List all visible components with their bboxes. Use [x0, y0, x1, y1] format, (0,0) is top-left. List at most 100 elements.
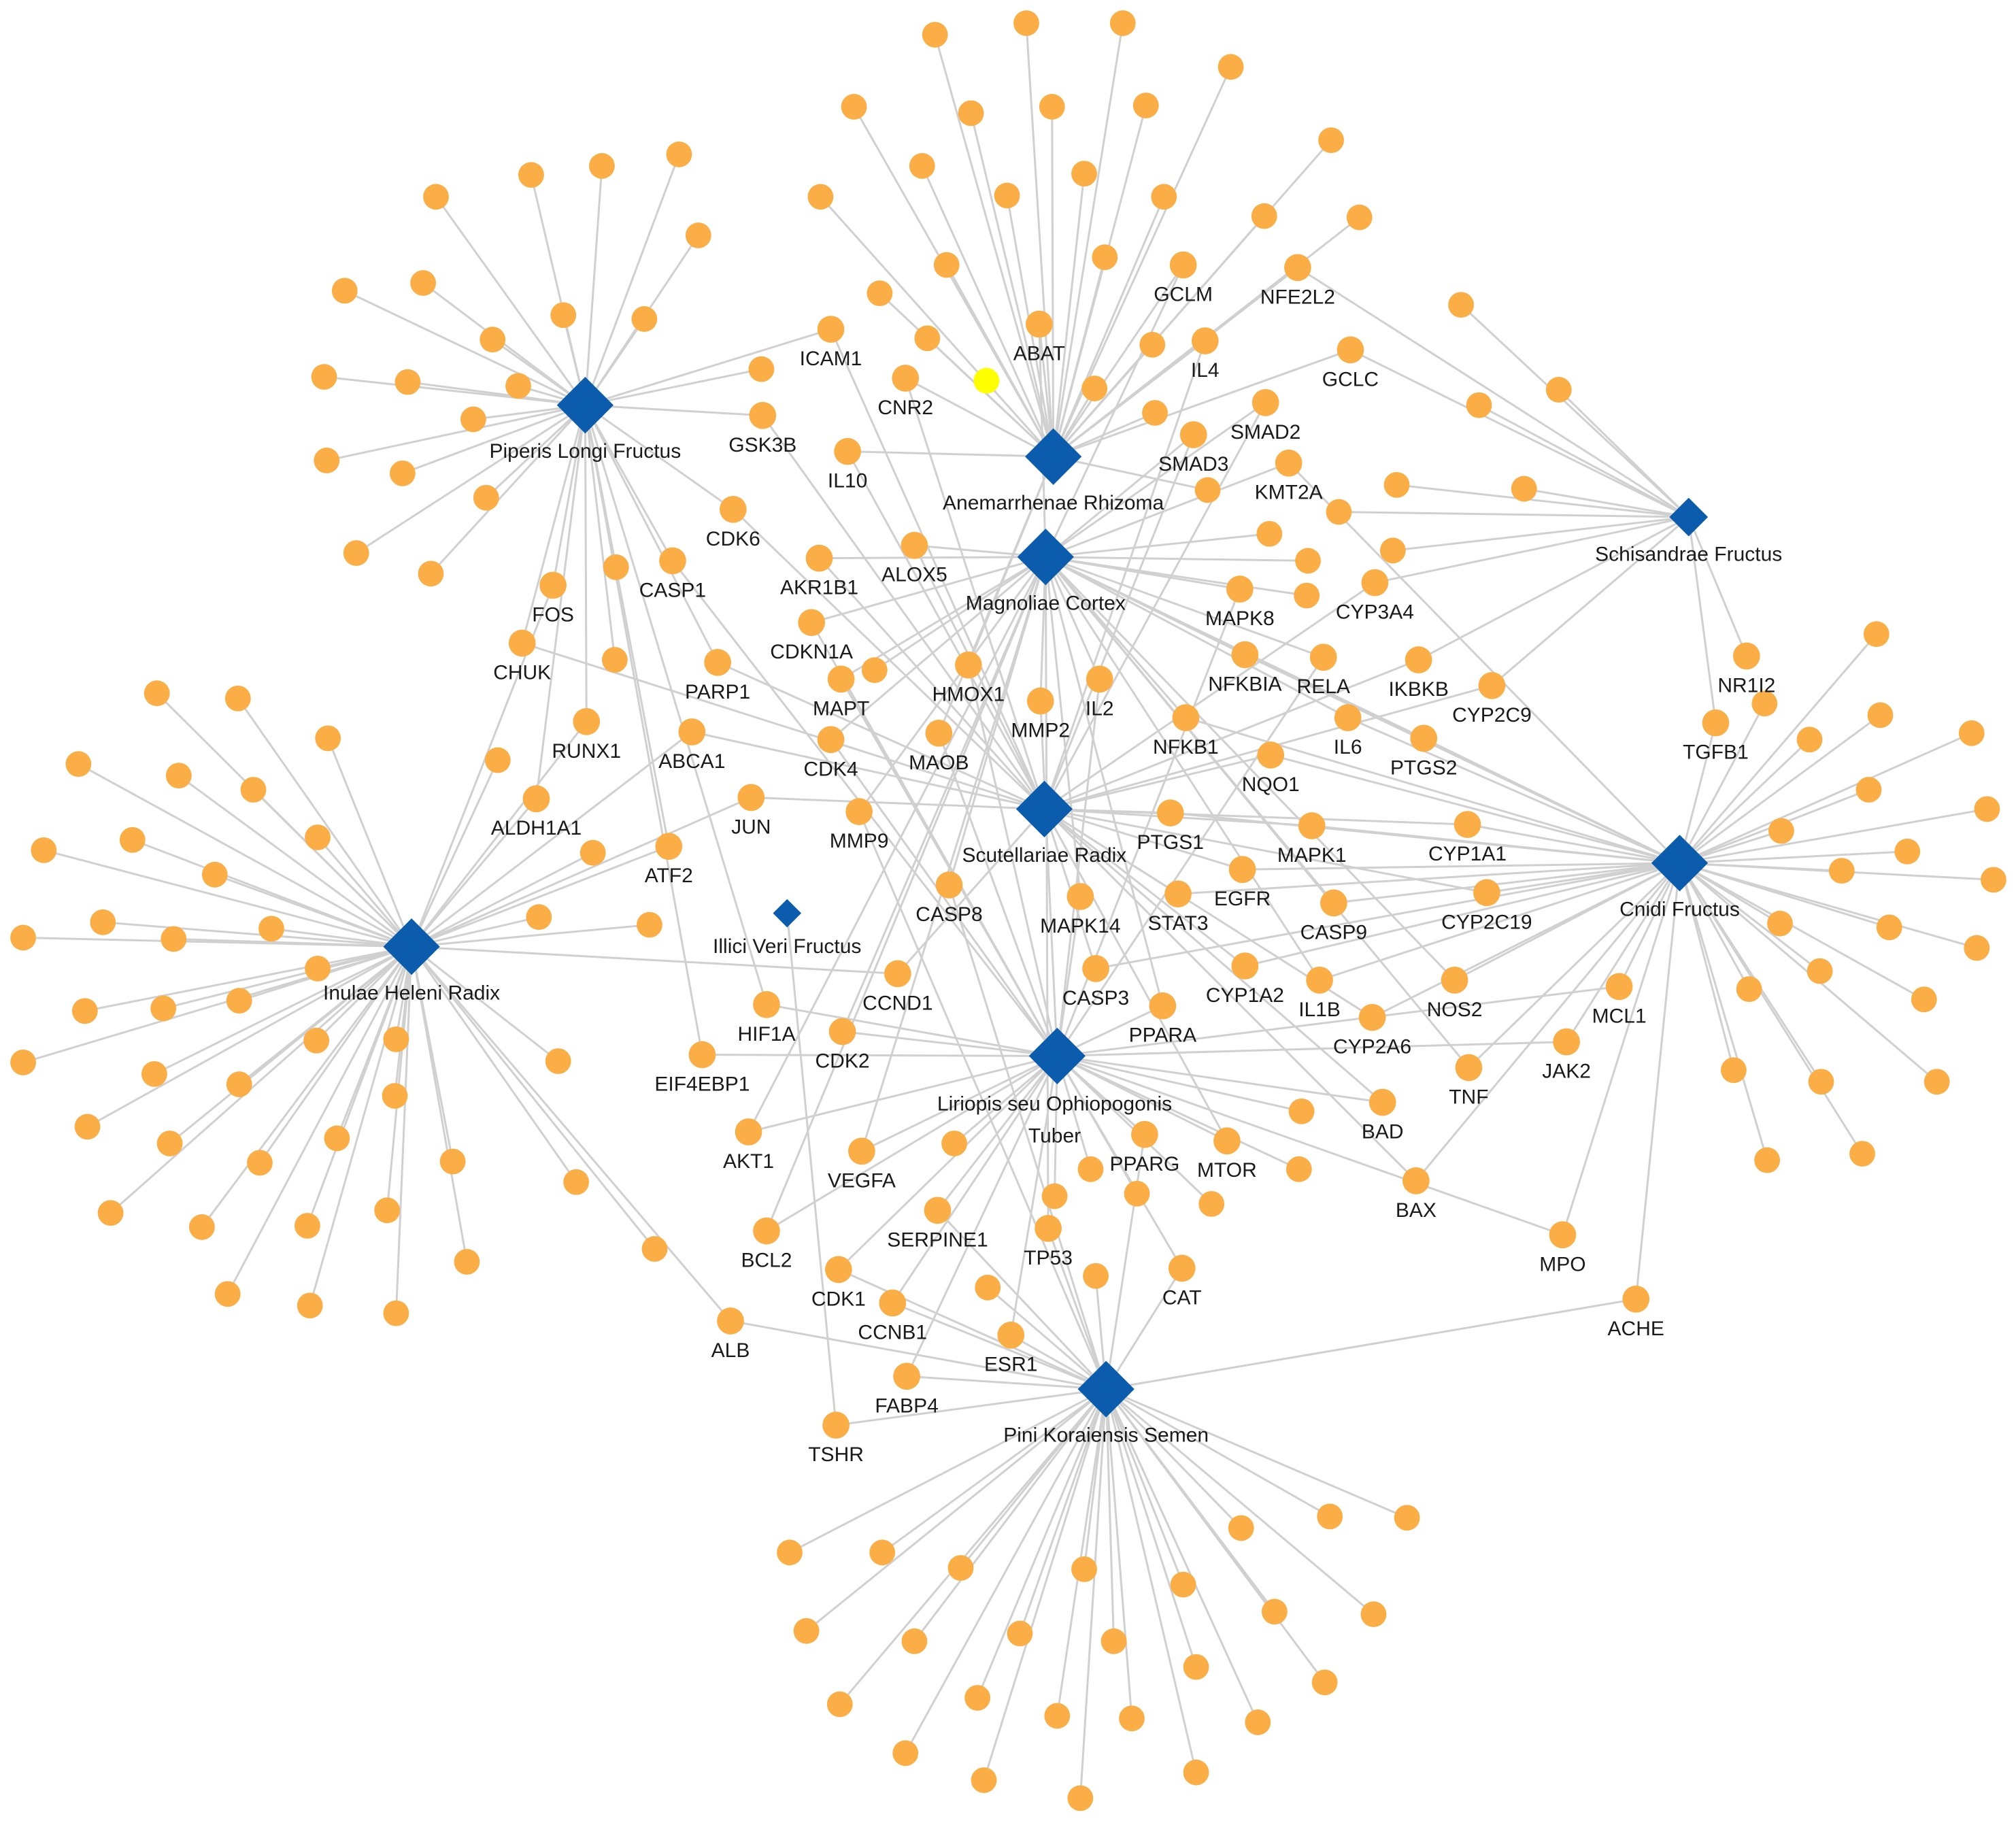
- target-node[interactable]: [861, 657, 888, 684]
- target-node[interactable]: [1119, 1705, 1145, 1732]
- target-node[interactable]: [901, 1628, 928, 1654]
- target-node-jak2[interactable]: [1553, 1028, 1580, 1056]
- target-node-cdk2[interactable]: [828, 1018, 856, 1046]
- target-node-abca1[interactable]: [678, 718, 706, 746]
- target-node-mpo[interactable]: [1549, 1221, 1577, 1249]
- target-node[interactable]: [631, 306, 658, 332]
- target-node-cdk6[interactable]: [719, 495, 747, 523]
- target-node[interactable]: [258, 916, 284, 942]
- target-node-nr1i2[interactable]: [1732, 642, 1760, 670]
- target-node[interactable]: [71, 998, 98, 1024]
- target-node[interactable]: [1071, 161, 1097, 187]
- target-node-cyp1a1[interactable]: [1454, 811, 1481, 838]
- target-node[interactable]: [484, 747, 511, 773]
- target-node[interactable]: [1261, 1599, 1288, 1625]
- target-node[interactable]: [1796, 726, 1823, 753]
- target-node[interactable]: [454, 1249, 480, 1275]
- target-node[interactable]: [389, 460, 416, 486]
- target-node[interactable]: [909, 153, 935, 179]
- target-node[interactable]: [1170, 1571, 1196, 1598]
- target-node-bcl2[interactable]: [753, 1217, 780, 1245]
- target-node-akr1b1[interactable]: [805, 544, 833, 572]
- target-node[interactable]: [793, 1618, 820, 1644]
- target-node-cyp2c19[interactable]: [1473, 879, 1500, 907]
- target-node[interactable]: [314, 448, 340, 473]
- target-node-tgfb1[interactable]: [1702, 709, 1730, 737]
- target-node-ccnd1[interactable]: [884, 960, 911, 988]
- target-node[interactable]: [1360, 1601, 1387, 1627]
- target-node[interactable]: [297, 1292, 323, 1319]
- target-node-akt1[interactable]: [735, 1118, 762, 1145]
- target-node[interactable]: [1256, 520, 1283, 547]
- target-node[interactable]: [1923, 1069, 1950, 1095]
- target-node-icam1[interactable]: [817, 316, 845, 343]
- target-node[interactable]: [1808, 1069, 1834, 1095]
- target-node[interactable]: [410, 270, 437, 296]
- target-node[interactable]: [1295, 548, 1321, 574]
- target-node-cat[interactable]: [1168, 1254, 1196, 1282]
- target-node[interactable]: [1768, 818, 1794, 844]
- target-node-smad3[interactable]: [1179, 421, 1207, 448]
- target-node[interactable]: [382, 1083, 408, 1109]
- target-node[interactable]: [97, 1200, 124, 1226]
- target-node-casp1[interactable]: [659, 547, 686, 575]
- target-node[interactable]: [1151, 184, 1177, 210]
- target-node[interactable]: [1754, 1147, 1781, 1173]
- target-node-egfr[interactable]: [1228, 856, 1256, 884]
- target-node[interactable]: [947, 1555, 974, 1581]
- target-node-nfe2l2[interactable]: [1284, 254, 1311, 282]
- target-node[interactable]: [1071, 1556, 1097, 1582]
- target-node[interactable]: [226, 1071, 252, 1097]
- target-node-vegfa[interactable]: [848, 1137, 875, 1165]
- target-node-mmp9[interactable]: [845, 798, 873, 826]
- target-node-cyp1a2[interactable]: [1231, 952, 1259, 980]
- target-node[interactable]: [1867, 702, 1894, 729]
- target-node[interactable]: [1109, 10, 1136, 36]
- target-node[interactable]: [305, 955, 331, 982]
- target-node-serpine1[interactable]: [924, 1197, 952, 1224]
- target-node[interactable]: [31, 837, 57, 863]
- target-node[interactable]: [1466, 392, 1492, 418]
- target-node[interactable]: [1448, 292, 1474, 318]
- target-node-bax[interactable]: [1402, 1167, 1430, 1194]
- target-node[interactable]: [826, 1691, 853, 1718]
- target-node[interactable]: [1736, 976, 1762, 1003]
- target-node[interactable]: [119, 826, 146, 853]
- target-node[interactable]: [666, 141, 692, 167]
- target-node[interactable]: [869, 1539, 896, 1566]
- target-node-runx1[interactable]: [573, 707, 601, 735]
- target-node[interactable]: [1007, 1620, 1033, 1647]
- target-node[interactable]: [685, 222, 711, 248]
- target-node-ccnb1[interactable]: [879, 1289, 907, 1317]
- target-node[interactable]: [10, 924, 36, 951]
- target-node[interactable]: [65, 751, 92, 777]
- target-node[interactable]: [74, 1114, 101, 1140]
- herb-node-illic[interactable]: [773, 899, 802, 928]
- target-node-mcl1[interactable]: [1605, 973, 1633, 1001]
- target-node[interactable]: [343, 540, 369, 566]
- target-node[interactable]: [589, 153, 615, 179]
- target-node-chuk[interactable]: [508, 629, 536, 657]
- target-node[interactable]: [1751, 690, 1778, 717]
- target-node[interactable]: [841, 94, 867, 120]
- target-node[interactable]: [224, 685, 251, 712]
- target-node-mapk14[interactable]: [1066, 883, 1094, 910]
- target-node-cyp3a4[interactable]: [1361, 569, 1389, 597]
- target-node[interactable]: [1183, 1654, 1209, 1680]
- target-node-nqo1[interactable]: [1257, 741, 1285, 769]
- herb-node-cnid[interactable]: [1651, 835, 1709, 892]
- target-node-mapk8[interactable]: [1226, 575, 1254, 603]
- target-node-eif4ebp1[interactable]: [688, 1041, 716, 1069]
- target-node[interactable]: [777, 1539, 803, 1566]
- highlighted-target-node[interactable]: [973, 367, 1000, 394]
- target-node[interactable]: [941, 1131, 967, 1156]
- herb-node-inul[interactable]: [383, 918, 440, 975]
- target-node[interactable]: [1044, 1703, 1071, 1729]
- target-node[interactable]: [545, 1048, 571, 1074]
- target-node[interactable]: [1980, 867, 2006, 893]
- target-node-il1b[interactable]: [1306, 967, 1333, 994]
- target-node-casp8[interactable]: [935, 871, 963, 899]
- target-node[interactable]: [971, 1767, 997, 1793]
- target-node-smad2[interactable]: [1251, 388, 1279, 416]
- target-node-il2[interactable]: [1086, 665, 1113, 693]
